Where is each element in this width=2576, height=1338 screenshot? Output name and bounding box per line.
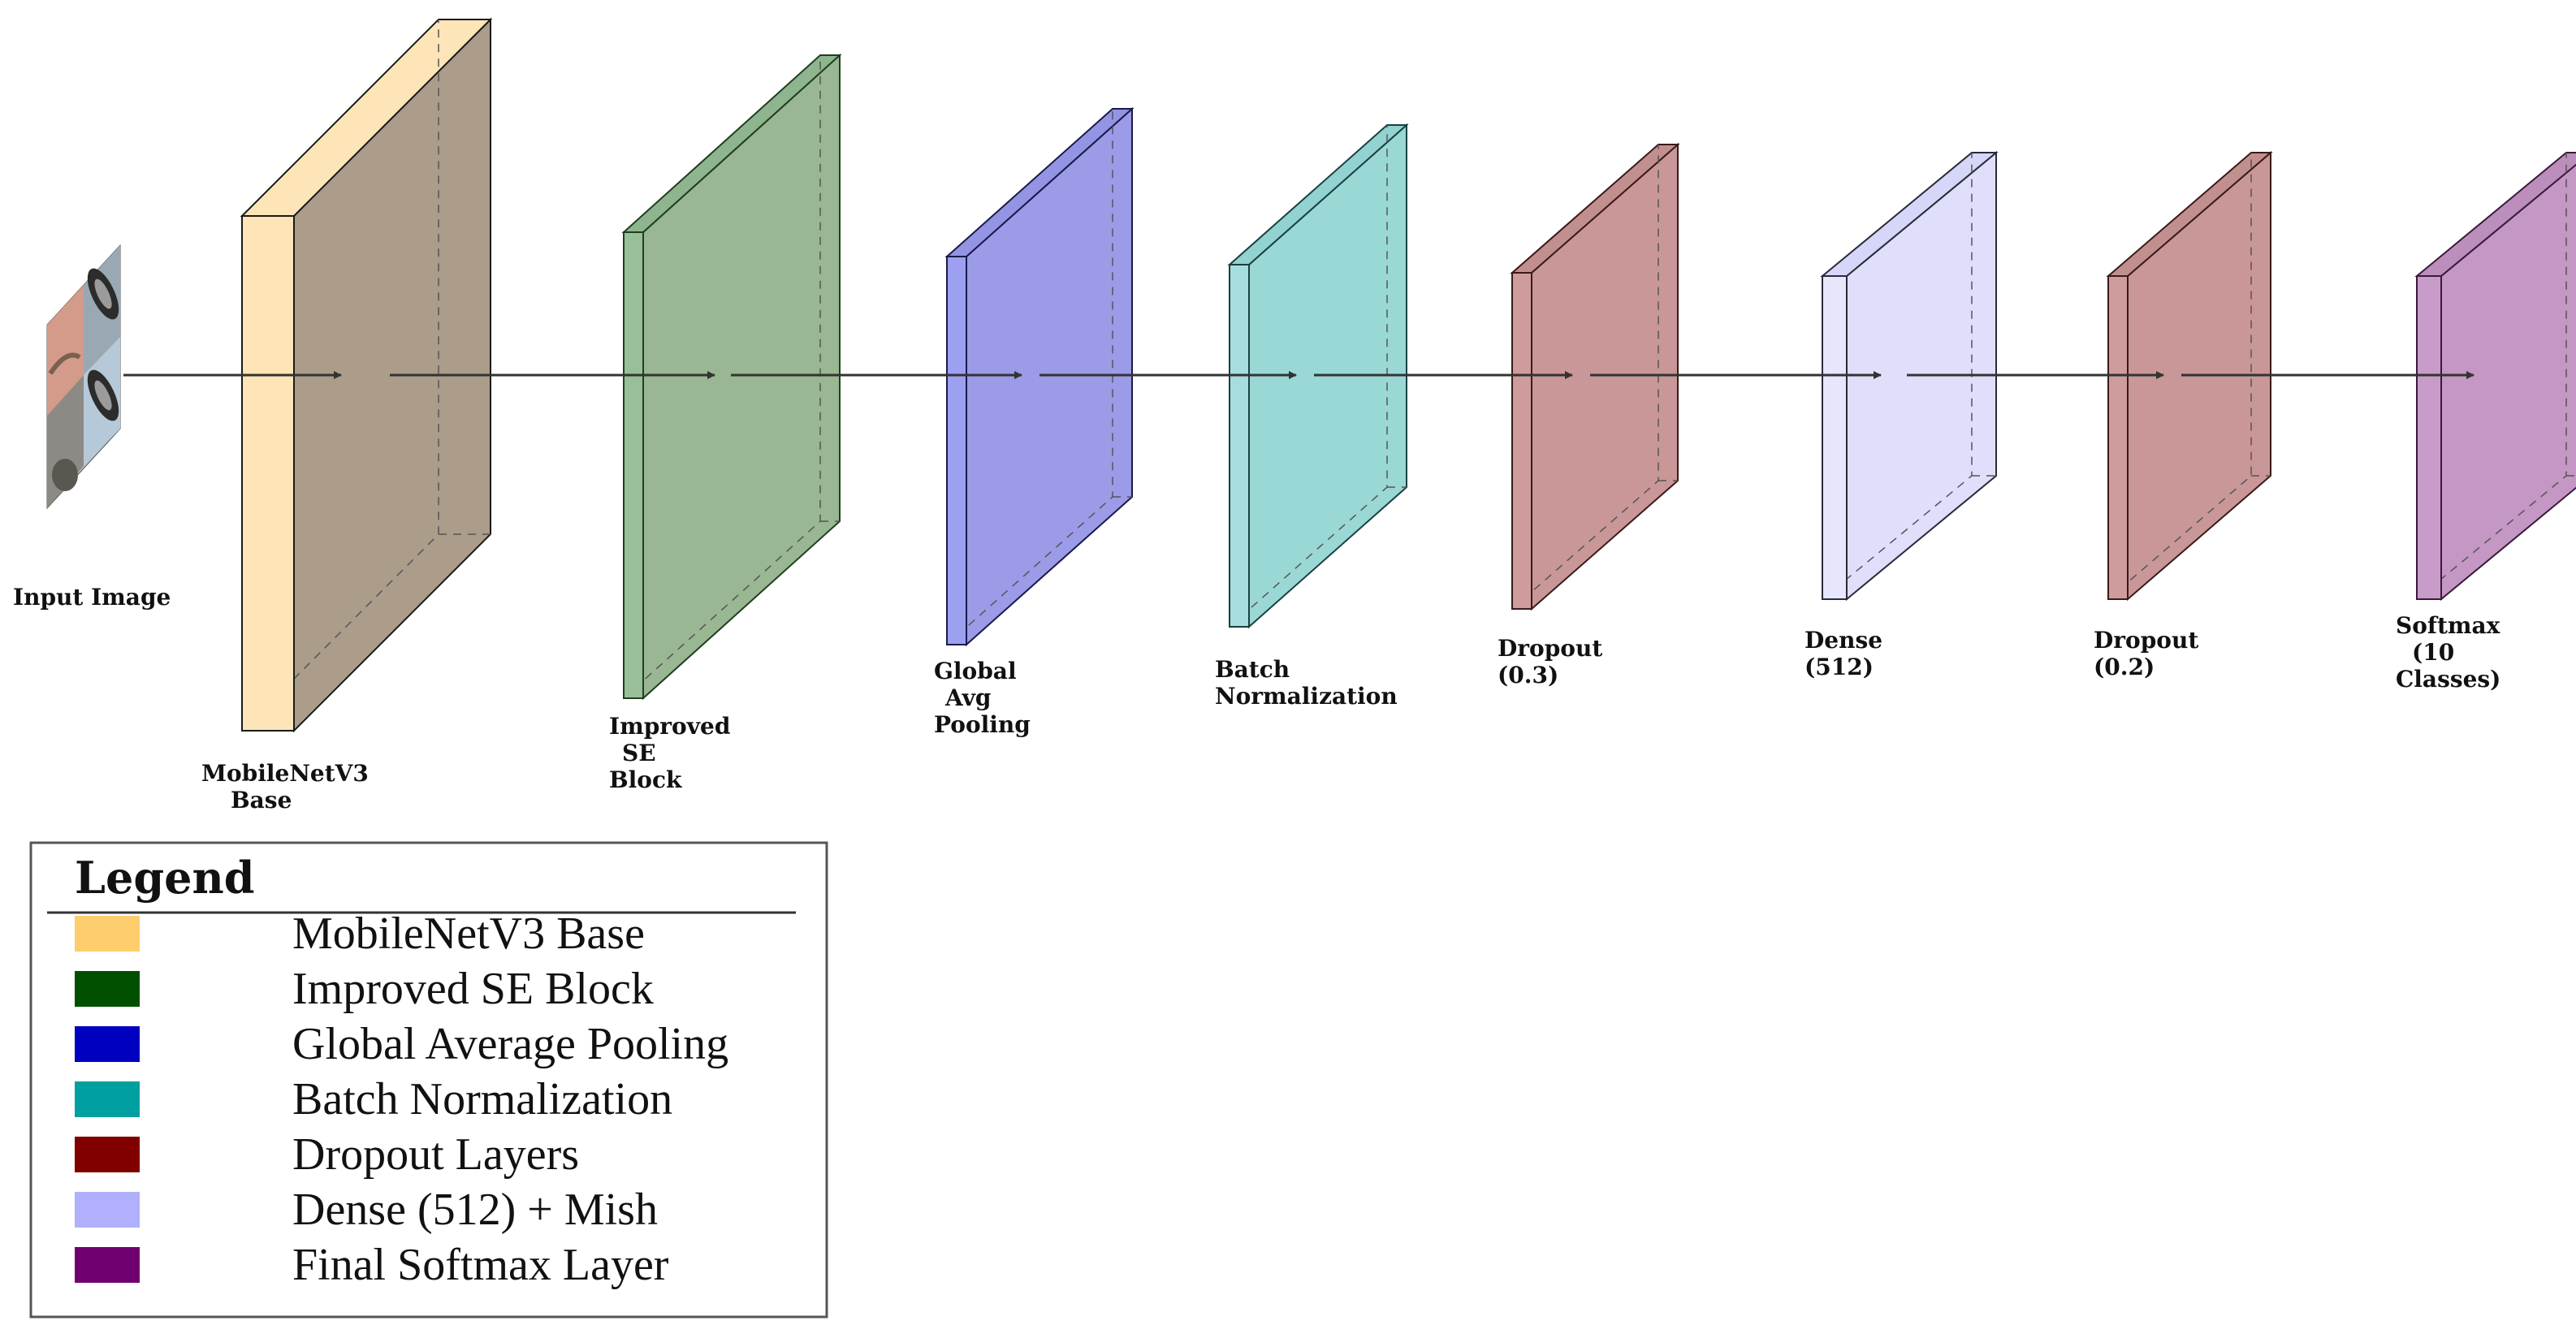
legend-title: Legend xyxy=(75,852,254,904)
legend-frame xyxy=(29,841,828,1319)
layer-front-face xyxy=(2107,275,2129,600)
legend-item: Global Average Pooling xyxy=(75,1019,728,1069)
legend-item-label: Final Softmax Layer xyxy=(292,1240,669,1290)
layer-label-gap: Pooling xyxy=(934,711,1031,738)
legend-item-label: Dense (512) + Mish xyxy=(292,1185,658,1235)
legend-swatch xyxy=(75,1247,140,1283)
legend-swatch xyxy=(75,1026,140,1062)
legend-item: Dropout Layers xyxy=(75,1129,579,1180)
layer-label-se: Block xyxy=(609,766,682,793)
layer-label-softmax: Softmax xyxy=(2396,612,2500,639)
legend-item-label: MobileNetV3 Base xyxy=(292,909,645,959)
layer-label-mobilenet: Base xyxy=(231,787,292,814)
legend-item-label: Batch Normalization xyxy=(292,1074,672,1124)
layer-block-dropout1 xyxy=(1510,142,1680,611)
layer-block-softmax xyxy=(2414,152,2576,602)
layer-label-dense: Dense xyxy=(1804,627,1882,654)
legend-item: Improved SE Block xyxy=(75,964,654,1014)
legend-swatch xyxy=(75,971,140,1007)
layer-block-se xyxy=(621,53,842,701)
legend-item-label: Improved SE Block xyxy=(292,964,654,1014)
legend-item: Final Softmax Layer xyxy=(75,1240,669,1290)
legend-item: Dense (512) + Mish xyxy=(75,1185,658,1235)
layer-label-bn: Batch xyxy=(1215,656,1290,683)
layer-face xyxy=(966,106,1133,647)
layer-front-face xyxy=(2416,275,2442,600)
legend-item-label: Global Average Pooling xyxy=(292,1019,728,1069)
layer-front-face xyxy=(623,231,644,699)
legend-swatch xyxy=(75,1081,140,1117)
layer-face xyxy=(642,53,841,701)
layer-label-gap: Avg xyxy=(944,684,991,711)
layer-label-bn: Normalization xyxy=(1215,683,1398,710)
layer-label-dense: (512) xyxy=(1804,654,1874,680)
layer-label-softmax: (10 xyxy=(2412,639,2454,666)
legend-item-label: Dropout Layers xyxy=(292,1129,579,1180)
layer-label-se: Improved xyxy=(609,713,730,740)
layer-front-face xyxy=(1822,275,1848,600)
layer-label-dropout1: (0.3) xyxy=(1498,662,1558,688)
layer-label-softmax: Classes) xyxy=(2396,666,2500,693)
legend-item: Batch Normalization xyxy=(75,1074,672,1124)
layer-label-dropout2: Dropout xyxy=(2094,627,2198,654)
layer-front-face xyxy=(1511,272,1532,610)
legend-item: MobileNetV3 Base xyxy=(75,909,645,959)
layer-label-mobilenet: MobileNetV3 xyxy=(201,760,369,787)
layer-label-dropout1: Dropout xyxy=(1498,635,1602,662)
input-image-thumbnail xyxy=(46,244,121,510)
layer-hidden-edge xyxy=(2107,153,2252,600)
layer-face xyxy=(1531,142,1679,611)
legend-swatch xyxy=(75,1137,140,1172)
layer-front-face xyxy=(1229,264,1250,628)
layer-label-gap: Global xyxy=(934,658,1017,684)
layer-label-se: SE xyxy=(622,740,656,766)
legend-swatch xyxy=(75,916,140,952)
layer-block-gap xyxy=(944,106,1135,647)
legend-swatch xyxy=(75,1192,140,1228)
input-image-label: Input Image xyxy=(13,584,171,611)
layer-front-face xyxy=(241,215,295,732)
layer-label-dropout2: (0.2) xyxy=(2094,654,2155,680)
layer-front-face xyxy=(946,256,967,645)
